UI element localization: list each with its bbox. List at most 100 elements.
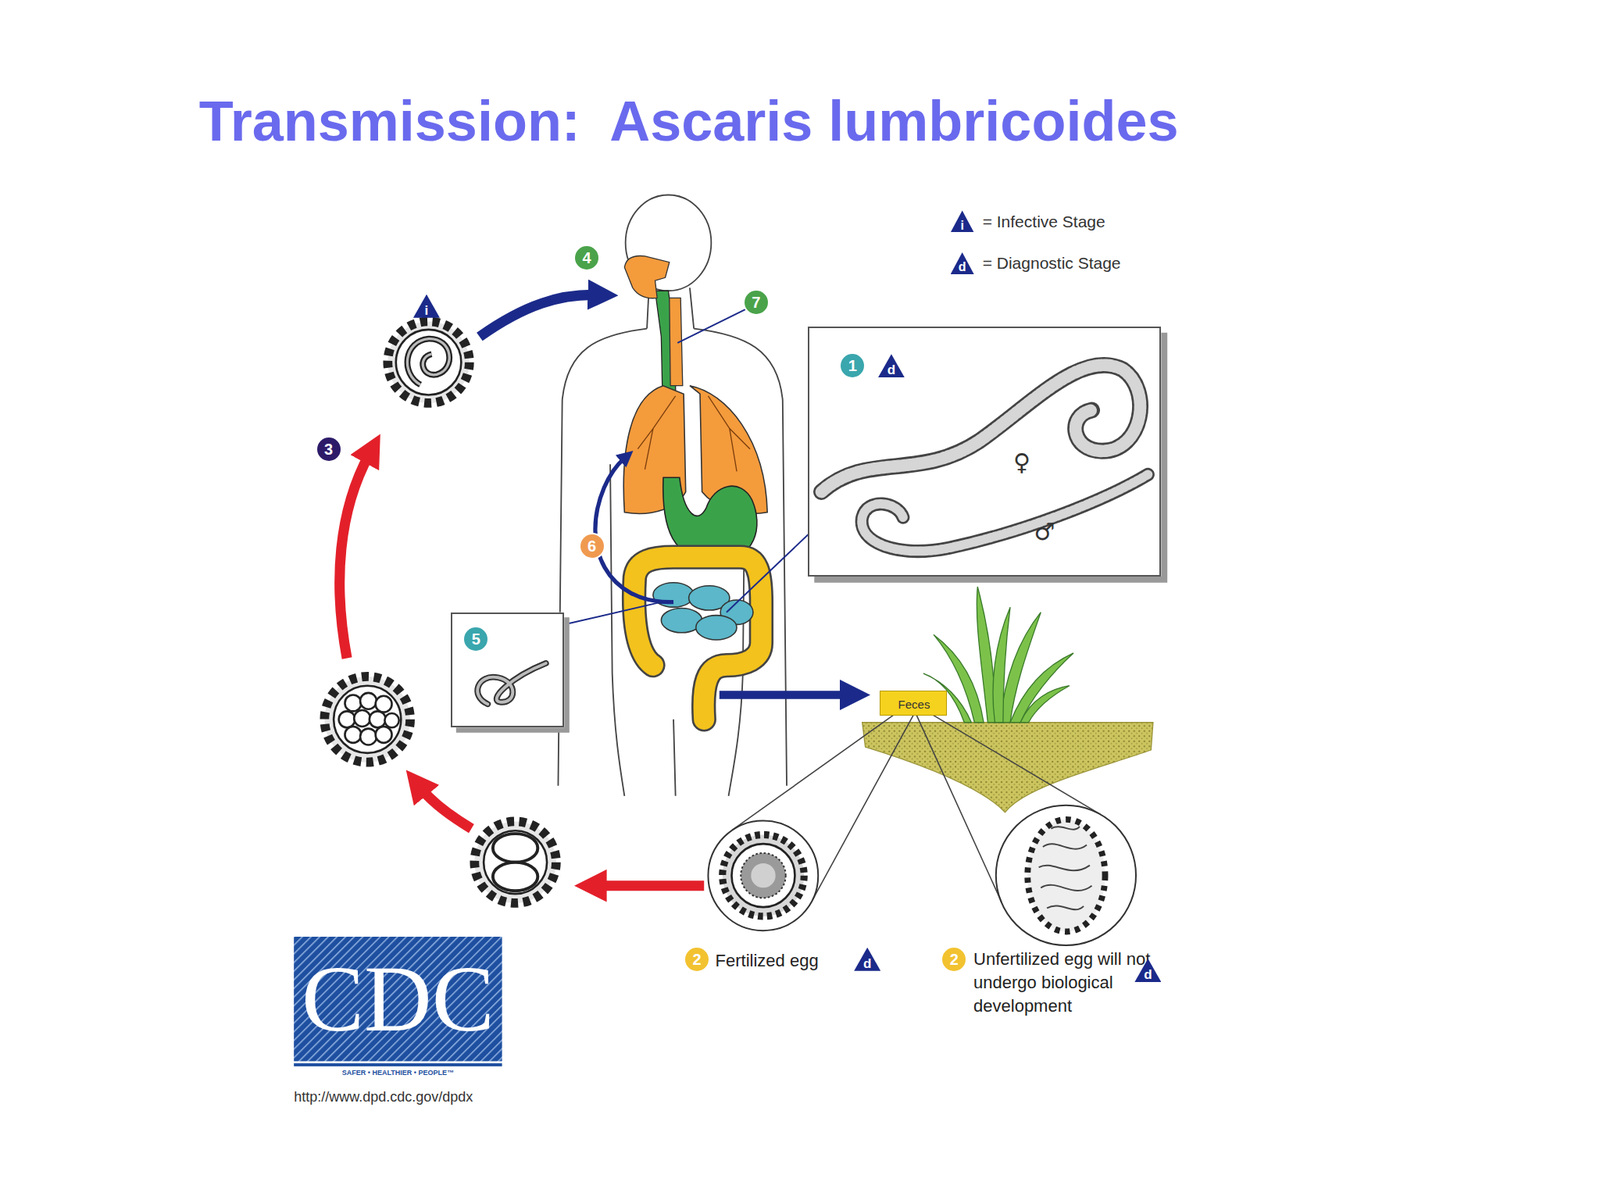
legend-text: = Diagnostic Stage bbox=[982, 254, 1122, 272]
callout-number: 3 bbox=[317, 437, 341, 461]
intestine-loop bbox=[696, 615, 737, 640]
legend-marker-letter: i bbox=[960, 219, 964, 233]
larva-outline bbox=[477, 663, 547, 704]
egg-caption: Fertilized egg bbox=[715, 950, 819, 972]
callout-number: 5 bbox=[464, 627, 488, 651]
excretion-arrow bbox=[719, 690, 850, 699]
egg-inner bbox=[396, 329, 462, 396]
egg-cell bbox=[344, 694, 361, 711]
egg-shell bbox=[324, 676, 411, 763]
bronchus-line bbox=[729, 428, 737, 472]
granule-line bbox=[1040, 885, 1092, 891]
bronchi bbox=[637, 396, 750, 472]
nasal-cavity bbox=[624, 255, 669, 298]
granule-line bbox=[1039, 865, 1090, 872]
logo-rule bbox=[293, 1063, 502, 1067]
egg-ovum-core bbox=[750, 863, 775, 888]
migration-arrow bbox=[595, 457, 674, 602]
callout-number: 1 bbox=[840, 353, 865, 378]
leader-line bbox=[677, 307, 750, 343]
grass-blade bbox=[992, 607, 1011, 723]
human-outline bbox=[557, 194, 787, 796]
egg-granules bbox=[1039, 826, 1093, 910]
magnified-egg-circle: 2Fertilized eggd bbox=[707, 819, 820, 933]
egg-cell bbox=[339, 710, 356, 728]
node-label: Feces bbox=[898, 697, 931, 710]
ingestion-arrow bbox=[479, 294, 597, 337]
source-url: http://www.dpd.cdc.gov/dpdx bbox=[293, 1089, 473, 1104]
neck-line bbox=[689, 287, 694, 329]
soil bbox=[862, 722, 1154, 813]
logo-block bbox=[293, 936, 502, 1061]
egg-cells bbox=[339, 692, 400, 746]
legend-marker-letter: d bbox=[958, 260, 967, 274]
egg-cell bbox=[360, 728, 377, 746]
egg-cell bbox=[375, 726, 393, 743]
granule-line bbox=[1042, 843, 1087, 849]
legend-row: = Diagnostic Stage bbox=[950, 251, 1122, 275]
egg-shell bbox=[474, 821, 556, 903]
diagnostic-stage-marker: d bbox=[853, 947, 881, 972]
circle-outline-frame bbox=[707, 819, 820, 933]
egg-cell bbox=[375, 696, 393, 713]
magnifier-leader bbox=[732, 715, 914, 900]
diagram-title: Transmission: Ascaris lumbricoides bbox=[199, 92, 1179, 150]
magnifier-circle bbox=[996, 805, 1136, 946]
egg-cell bbox=[353, 710, 371, 727]
logo-tagline: SAFER • HEALTHIER • PEOPLE™ bbox=[342, 1068, 454, 1076]
egg-shell bbox=[1027, 819, 1105, 933]
callout-number: 2 bbox=[685, 947, 709, 972]
male-worm bbox=[861, 474, 1148, 551]
callout-number: 2 bbox=[942, 947, 966, 972]
egg-ovum bbox=[740, 853, 786, 898]
circle-outline-frame bbox=[994, 803, 1138, 947]
egg-cell bbox=[384, 713, 399, 728]
larva-box: 5 bbox=[450, 612, 565, 729]
egg-cell bbox=[360, 692, 377, 710]
adult-worm-box: 1d ♀ ♂ bbox=[807, 326, 1161, 577]
grass-blade bbox=[1020, 685, 1070, 723]
left-torso-line bbox=[610, 464, 625, 796]
egg-inner bbox=[333, 685, 401, 754]
box-fill bbox=[807, 326, 1161, 577]
female-worm-outline bbox=[821, 364, 1140, 492]
egg-cell bbox=[492, 862, 538, 892]
egg-inner bbox=[731, 843, 795, 908]
small-intestine bbox=[653, 582, 754, 640]
larva-coil bbox=[407, 339, 450, 386]
magnifier-circle bbox=[708, 820, 819, 931]
larva-coil bbox=[407, 339, 450, 386]
leg-line bbox=[673, 719, 676, 797]
leader-line bbox=[726, 530, 813, 612]
box-fill bbox=[450, 612, 565, 729]
legend-text: = Infective Stage bbox=[982, 213, 1106, 230]
development-arrow bbox=[339, 453, 370, 658]
female-worm bbox=[821, 364, 1140, 492]
granule-line bbox=[1050, 826, 1080, 830]
legend-row: = Infective Stage bbox=[950, 209, 1106, 233]
feces-box: Feces bbox=[879, 690, 947, 715]
magnified-egg-circle: 2Unfertilized egg will not undergo biolo… bbox=[994, 803, 1138, 947]
callout-number: 4 bbox=[575, 246, 599, 270]
infective-stage-marker: i bbox=[413, 294, 440, 318]
egg-caption: Unfertilized egg will not undergo biolog… bbox=[973, 947, 1161, 1018]
egg-cell bbox=[369, 710, 386, 728]
grass-blade bbox=[1010, 653, 1074, 723]
bronchus-line bbox=[707, 396, 750, 450]
egg-shell bbox=[722, 834, 804, 916]
egg-cell bbox=[492, 833, 538, 863]
callout-number: 6 bbox=[580, 534, 604, 558]
development-arrow bbox=[596, 880, 704, 891]
granule-line bbox=[1046, 905, 1084, 910]
bronchus-line bbox=[644, 428, 653, 470]
larva bbox=[477, 663, 547, 704]
diagnostic-stage-marker: d bbox=[878, 353, 905, 378]
female-symbol: ♀ bbox=[1013, 450, 1031, 475]
development-arrow bbox=[420, 787, 472, 829]
male-symbol: ♂ bbox=[1033, 520, 1055, 544]
logo-text: CDC bbox=[301, 952, 495, 1047]
magnifier-leader bbox=[916, 715, 1101, 903]
